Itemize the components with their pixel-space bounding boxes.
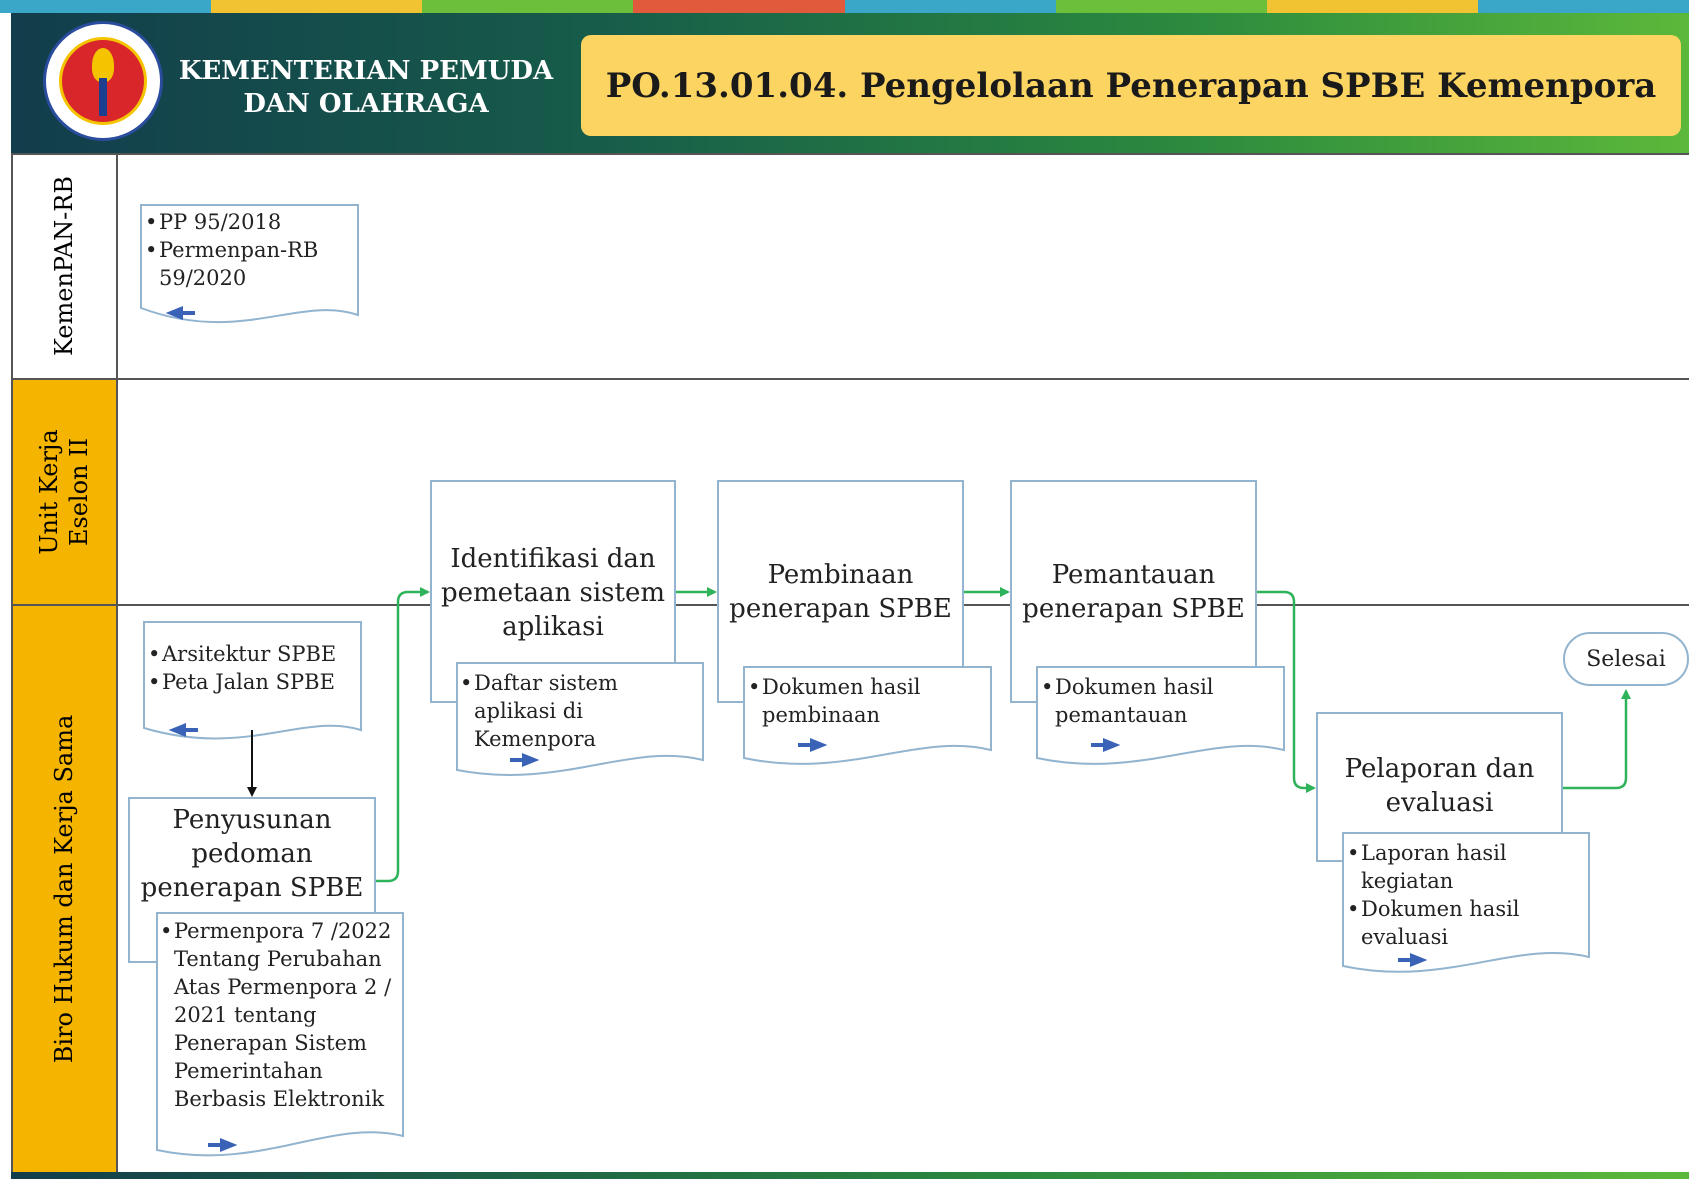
organization-name: KEMENTERIAN PEMUDA DAN OLAHRAGA bbox=[176, 55, 556, 121]
doc-app-list-line1: Daftar sistem bbox=[460, 669, 700, 697]
doc-monitoring-line2: pemantauan bbox=[1055, 703, 1188, 727]
doc-regulations-item2: Permenpan-RB bbox=[145, 236, 355, 264]
doc-architecture-item2: Peta Jalan SPBE bbox=[148, 668, 358, 696]
process-identify-line1: Identifikasi dan bbox=[450, 544, 656, 574]
org-name-line2: DAN OLAHRAGA bbox=[243, 89, 489, 119]
doc-regulations: PP 95/2018 Permenpan-RB 59/2020 bbox=[145, 208, 355, 292]
process-guideline-line3: penerapan SPBE bbox=[140, 873, 364, 903]
doc-coaching-line2: pembinaan bbox=[762, 703, 881, 727]
process-reporting-line1: Pelaporan dan bbox=[1344, 754, 1535, 784]
bottom-decor-stripe bbox=[11, 1172, 1689, 1179]
doc-app-list-line3: Kemenpora bbox=[474, 727, 597, 751]
doc-guideline-line7: Berbasis Elektronik bbox=[174, 1087, 385, 1111]
doc-guideline-line5: Penerapan Sistem bbox=[174, 1031, 367, 1055]
connector-guideline-to-identify bbox=[376, 587, 430, 883]
doc-guideline-line6: Pemerintahan bbox=[174, 1059, 323, 1083]
doc-architecture-item1: Arsitektur SPBE bbox=[148, 640, 358, 668]
connector-monitoring-to-reporting bbox=[1257, 590, 1316, 793]
doc-report: Laporan hasil kegiatan Dokumen hasil eva… bbox=[1347, 839, 1587, 951]
process-guideline-line1: Penyusunan bbox=[172, 805, 332, 835]
process-monitoring: Pemantauan penerapan SPBE bbox=[1010, 480, 1257, 703]
arrow-left-icon bbox=[168, 723, 198, 737]
header-banner: KEMENTERIAN PEMUDA DAN OLAHRAGA PO.13.01… bbox=[11, 13, 1689, 153]
arrow-right-icon bbox=[1398, 953, 1428, 967]
doc-report-line4: evaluasi bbox=[1361, 925, 1449, 949]
doc-guideline-line3: Atas Permenpora 2 / bbox=[174, 975, 392, 999]
doc-monitoring: Dokumen hasil pemantauan bbox=[1041, 673, 1281, 729]
process-reporting-line2: evaluasi bbox=[1385, 788, 1494, 818]
top-decor-stripe bbox=[0, 0, 1689, 13]
doc-guideline-line2: Tentang Perubahan bbox=[174, 947, 382, 971]
doc-guideline-line1: Permenpora 7 /2022 bbox=[160, 917, 400, 945]
doc-app-list: Daftar sistem aplikasi di Kemenpora bbox=[460, 669, 700, 753]
doc-report-line2: kegiatan bbox=[1361, 869, 1454, 893]
lane-divider-1 bbox=[11, 378, 1689, 380]
doc-coaching-line1: Dokumen hasil bbox=[748, 673, 988, 701]
lane-divider-top bbox=[11, 153, 1689, 155]
lane-label-kemenpan: KemenPAN-RB bbox=[11, 153, 118, 379]
doc-regulations-item2-cont: 59/2020 bbox=[159, 266, 247, 290]
arrow-right-icon bbox=[798, 738, 828, 752]
arrow-right-icon bbox=[510, 753, 540, 767]
doc-report-line3: Dokumen hasil bbox=[1347, 895, 1587, 923]
process-identify-line3: aplikasi bbox=[502, 612, 604, 642]
doc-coaching: Dokumen hasil pembinaan bbox=[748, 673, 988, 729]
org-name-line1: KEMENTERIAN PEMUDA bbox=[178, 56, 554, 86]
end-node-label: Selesai bbox=[1586, 646, 1666, 672]
arrow-left-icon bbox=[165, 306, 195, 320]
process-coaching: Pembinaan penerapan SPBE bbox=[717, 480, 964, 703]
process-coaching-line2: penerapan SPBE bbox=[729, 594, 952, 624]
doc-regulations-item1: PP 95/2018 bbox=[145, 208, 355, 236]
doc-guideline: Permenpora 7 /2022 Tentang Perubahan Ata… bbox=[160, 917, 400, 1113]
title-box: PO.13.01.04. Pengelolaan Penerapan SPBE … bbox=[581, 35, 1681, 136]
doc-report-line1: Laporan hasil bbox=[1347, 839, 1587, 867]
doc-architecture: Arsitektur SPBE Peta Jalan SPBE bbox=[148, 640, 358, 696]
kemenpora-logo bbox=[43, 21, 163, 141]
diagram-title: PO.13.01.04. Pengelolaan Penerapan SPBE … bbox=[605, 65, 1657, 106]
end-node: Selesai bbox=[1563, 632, 1689, 686]
doc-app-list-line2: aplikasi di bbox=[474, 699, 583, 723]
arrow-right-icon bbox=[1091, 738, 1121, 752]
logo-torch bbox=[99, 78, 107, 116]
doc-monitoring-line1: Dokumen hasil bbox=[1041, 673, 1281, 701]
lane-label-biro-hukum: Biro Hukum dan Kerja Sama bbox=[11, 605, 118, 1172]
process-monitoring-line2: penerapan SPBE bbox=[1022, 594, 1245, 624]
process-monitoring-line1: Pemantauan bbox=[1051, 560, 1216, 590]
lane-label-unit-kerja: Unit Kerja Eselon II bbox=[11, 379, 118, 605]
doc-guideline-line4: 2021 tentang bbox=[174, 1003, 317, 1027]
process-guideline-line2: pedoman bbox=[191, 839, 313, 869]
logo-emblem bbox=[59, 37, 147, 125]
arrow-right-icon bbox=[208, 1138, 238, 1152]
logo-flame bbox=[92, 48, 114, 82]
process-identify-line2: pemetaan sistem bbox=[440, 578, 666, 608]
frame-left-border bbox=[11, 153, 13, 1172]
doc-shape-guideline bbox=[156, 912, 404, 1157]
connector-reporting-to-end bbox=[1563, 689, 1631, 790]
process-coaching-line1: Pembinaan bbox=[767, 560, 914, 590]
